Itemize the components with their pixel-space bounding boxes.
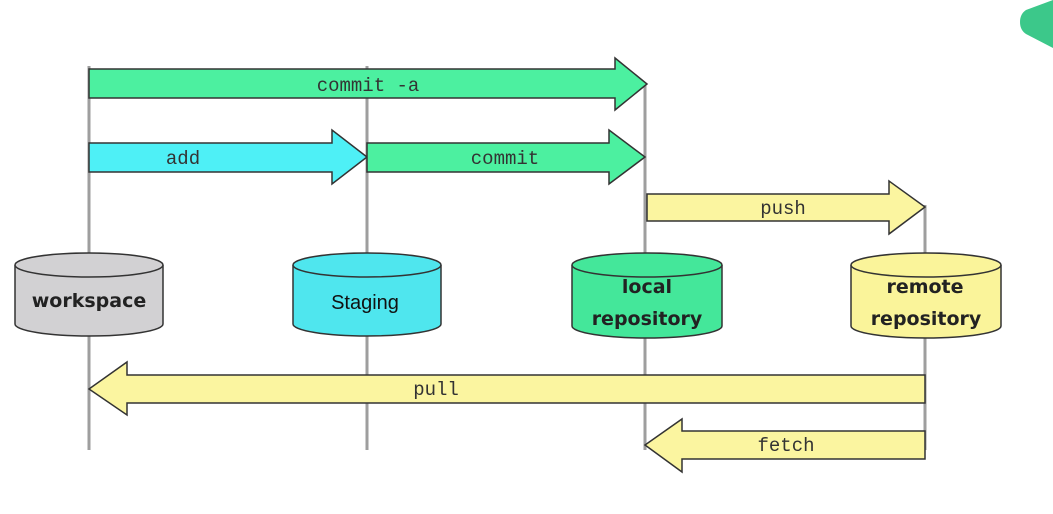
fetch-label: fetch [757, 435, 814, 457]
workspace-label: workspace [32, 290, 147, 312]
remote-repository-label-line2: repository [871, 308, 982, 330]
corner-logo-icon [1020, 0, 1053, 48]
fetch-arrow: fetch [643, 417, 926, 474]
commit-a-arrow: commit -a [88, 56, 649, 112]
staging-store: Staging [292, 252, 442, 337]
pull-arrow: pull [87, 360, 926, 417]
push-arrow: push [646, 179, 927, 236]
local-repository-label-line2: repository [592, 308, 703, 330]
commit-a-label: commit -a [317, 75, 420, 97]
workspace-store: workspace [14, 252, 164, 337]
commit-label: commit [471, 148, 539, 170]
add-arrow: add [88, 128, 369, 186]
remote-repository-store: remote repository [850, 252, 1002, 339]
local-repository-store: local repository [571, 252, 723, 339]
add-label: add [166, 148, 200, 170]
local-repository-label-line1: local [622, 276, 672, 298]
staging-label: Staging [331, 292, 399, 314]
commit-arrow: commit [366, 128, 647, 186]
push-label: push [760, 198, 806, 220]
remote-repository-label-line1: remote [886, 276, 963, 298]
pull-label: pull [413, 379, 459, 401]
